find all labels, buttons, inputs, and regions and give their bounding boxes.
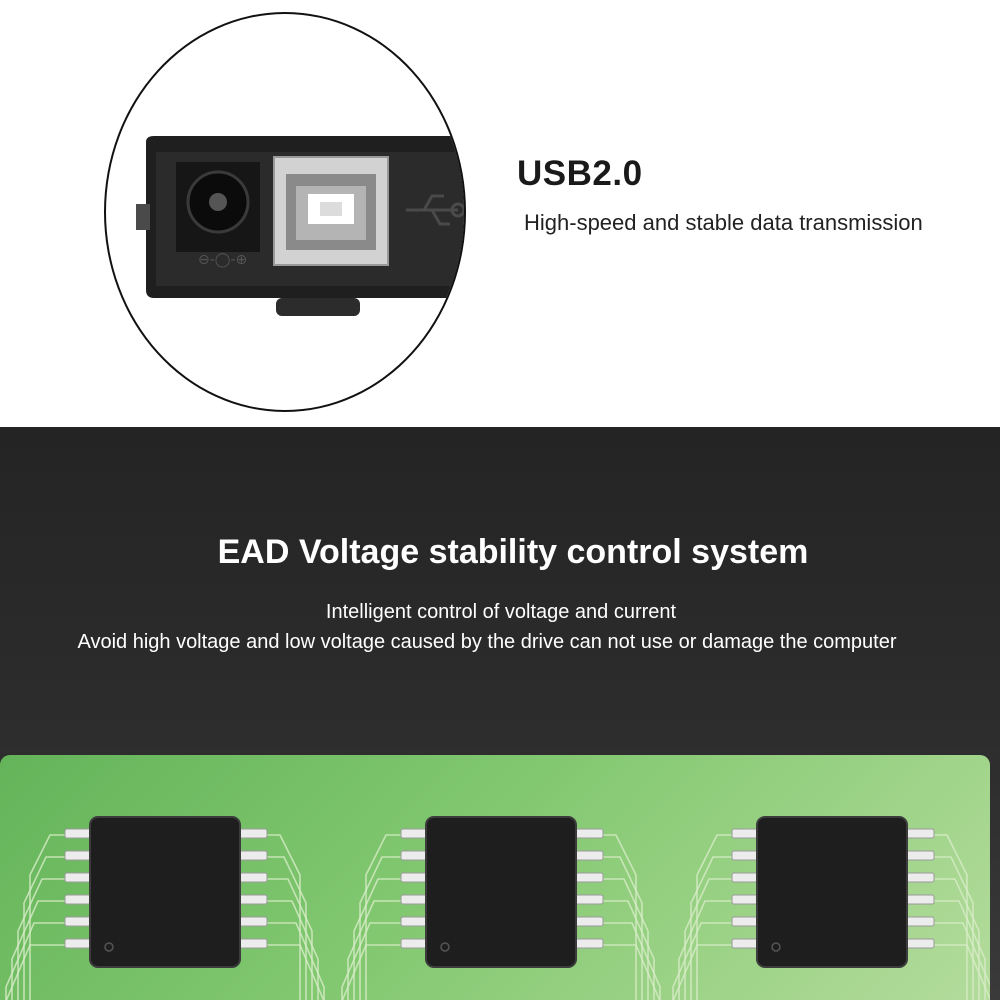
chip-pin1-marker [440, 942, 450, 952]
chip-pin-left [400, 872, 430, 883]
pcb-trace [23, 856, 70, 1000]
chip-pin-left [400, 894, 430, 905]
chip-pin-right [574, 894, 604, 905]
chip-pin-left [64, 828, 94, 839]
microchip-icon [731, 816, 935, 968]
pcb-trace [596, 922, 661, 1000]
chip-pin-left [64, 850, 94, 861]
chip-pin-right [238, 850, 268, 861]
usb-b-port-icon [273, 156, 389, 266]
pcb-trace [927, 944, 990, 1000]
hub-device-image: ⊖-◯-⊕ [136, 136, 464, 316]
usb-symbol-icon [406, 194, 464, 226]
pcb-trace [596, 944, 661, 1000]
usb-title: USB2.0 [517, 154, 643, 193]
chip-pin-right [574, 828, 604, 839]
pcb-trace [596, 834, 637, 1000]
ead-description-line-1: Intelligent control of voltage and curre… [325, 601, 677, 623]
chip-pin-left [64, 894, 94, 905]
chip-pin-left [400, 828, 430, 839]
chip-pin-left [64, 938, 94, 949]
usb-feature-section: ⊖-◯-⊕ USB2.0 High-speed and stable data … [0, 0, 1000, 427]
pcb-trace [927, 834, 968, 1000]
pcb-trace [347, 900, 406, 1000]
chip-pin-right [574, 916, 604, 927]
svg-text:⊖-◯-⊕: ⊖-◯-⊕ [198, 252, 247, 268]
pcb-trace [678, 900, 737, 1000]
pcb-trace [5, 944, 70, 1000]
pcb-trace [353, 878, 406, 1000]
chip-pin-left [64, 872, 94, 883]
chip-body [89, 816, 241, 968]
microchip-icon [64, 816, 268, 968]
ead-feature-section: EAD Voltage stability control system Int… [0, 427, 1000, 1000]
chip-pin-right [905, 872, 935, 883]
pcb-trace [5, 922, 70, 1000]
chip-body [425, 816, 577, 968]
chip-pin-right [905, 850, 935, 861]
chip-pin-left [731, 872, 761, 883]
pcb-trace [927, 900, 986, 1000]
pcb-trace [359, 856, 406, 1000]
pcb-trace [927, 922, 990, 987]
chip-pin-left [731, 850, 761, 861]
pcb-trace [17, 878, 70, 1000]
pcb-trace [596, 900, 655, 1000]
chip-pin-left [731, 894, 761, 905]
chip-pin-left [731, 828, 761, 839]
circuit-board-image [0, 755, 990, 1000]
chip-pin-left [400, 916, 430, 927]
pcb-traces [5, 834, 990, 1000]
chip-pin-right [238, 916, 268, 927]
chip-pin-left [400, 938, 430, 949]
ead-description-line-2: Avoid high voltage and low voltage cause… [77, 631, 897, 653]
chip-pin-right [574, 872, 604, 883]
usb-subtitle: High-speed and stable data transmission [524, 210, 923, 235]
chip-pin-left [731, 938, 761, 949]
pcb-trace [260, 900, 319, 1000]
chip-pin-right [905, 828, 935, 839]
pcb-trace [672, 944, 737, 1000]
microchip-icon [400, 816, 604, 968]
pcb-trace [260, 856, 307, 1000]
pcb-trace [11, 900, 70, 1000]
chip-pin-right [238, 828, 268, 839]
chip-pin-right [238, 894, 268, 905]
chip-pin1-marker [771, 942, 781, 952]
pcb-trace [260, 922, 325, 1000]
chip-pin-left [400, 850, 430, 861]
chip-pin-right [238, 938, 268, 949]
pcb-trace [596, 878, 649, 1000]
product-closeup-circle: ⊖-◯-⊕ [104, 12, 466, 412]
dc-power-jack-icon: ⊖-◯-⊕ [176, 162, 260, 268]
chip-pin-right [574, 850, 604, 861]
chip-pin-right [574, 938, 604, 949]
ead-title: EAD Voltage stability control system [217, 533, 809, 571]
pcb-trace [927, 878, 980, 1000]
chip-pin-right [905, 938, 935, 949]
chip-pin-right [238, 872, 268, 883]
chip-pin-right [905, 894, 935, 905]
chip-pin1-marker [104, 942, 114, 952]
pcb-trace [365, 834, 406, 1000]
pcb-trace [672, 922, 737, 1000]
pcb-trace [260, 834, 301, 1000]
pcb-trace [927, 856, 974, 1000]
chip-body [756, 816, 908, 968]
pcb-trace [690, 856, 737, 1000]
pcb-trace [684, 878, 737, 1000]
chip-pin-left [64, 916, 94, 927]
pcb-trace [260, 944, 325, 1000]
chip-pin-right [905, 916, 935, 927]
chip-pin-left [731, 916, 761, 927]
pcb-trace [29, 834, 70, 1000]
pcb-trace [696, 834, 737, 1000]
pcb-trace [341, 944, 406, 1000]
pcb-trace [596, 856, 643, 1000]
pcb-trace [260, 878, 313, 1000]
pcb-trace [341, 922, 406, 1000]
